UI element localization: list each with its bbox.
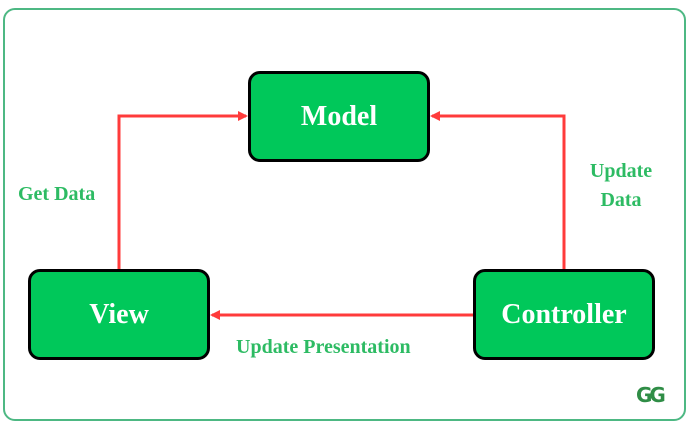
get-data-label: Get Data [18,183,96,205]
view-node: View [28,269,210,360]
controller-node-label: Controller [501,298,627,330]
controller-node: Controller [473,269,655,360]
gfg-logo-icon: GG [636,383,666,407]
update-presentation-label: Update Presentation [236,336,411,358]
model-node: Model [248,71,430,162]
arrow-controller-to-model [430,111,566,269]
diagram-frame [3,8,686,421]
update-data-label: Update Data [589,160,653,211]
model-node-label: Model [300,100,378,132]
view-node-label: View [89,298,149,330]
arrow-view-to-model [117,111,248,269]
